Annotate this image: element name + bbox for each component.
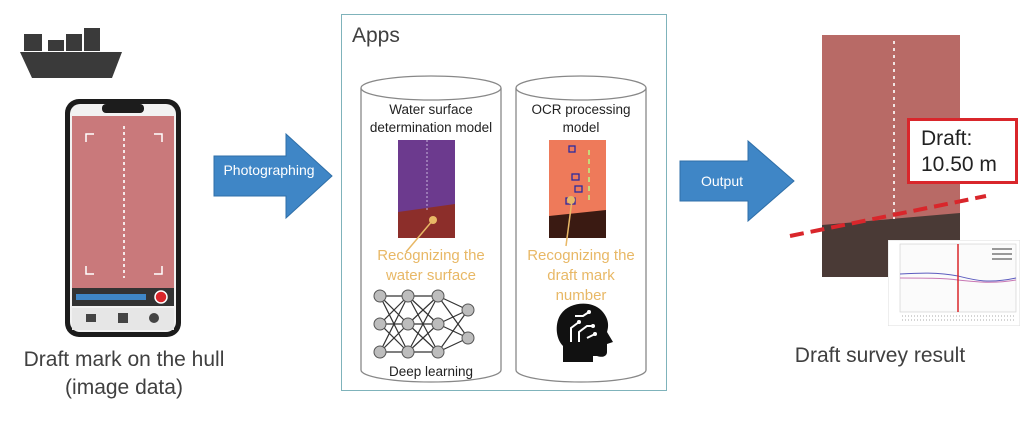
result-chart-thumbnail bbox=[888, 240, 1020, 326]
ai-head-icon bbox=[556, 303, 613, 362]
water-caption-line1: Recognizing the bbox=[377, 247, 485, 264]
water-surface-image bbox=[398, 140, 455, 238]
photographing-label: Photographing bbox=[223, 162, 315, 178]
result-caption: Draft survey result bbox=[794, 344, 966, 367]
phone-illustration bbox=[65, 99, 181, 337]
ocr-model-title-line1: OCR processing bbox=[531, 102, 631, 117]
water-model-title-line2: determination model bbox=[369, 120, 493, 135]
ocr-caption: Recognizing the draft mark number bbox=[515, 246, 647, 306]
ocr-caption-line2: draft mark bbox=[547, 267, 615, 284]
output-arrow bbox=[679, 139, 795, 223]
neural-network-icon bbox=[373, 289, 475, 359]
ocr-pointer bbox=[565, 199, 573, 247]
water-model-title: Water surface determination model bbox=[360, 101, 502, 137]
input-caption: Draft mark on the hull (image data) bbox=[0, 346, 248, 402]
waterline-marker bbox=[789, 194, 987, 238]
water-pointer bbox=[405, 219, 434, 253]
ocr-model-title-line2: model bbox=[562, 120, 600, 135]
ocr-image bbox=[549, 140, 606, 238]
apps-container bbox=[341, 14, 667, 391]
deep-learning-label: Deep learning bbox=[388, 364, 474, 379]
input-caption-line2: (image data) bbox=[65, 376, 183, 399]
draft-value: 10.50 m bbox=[921, 153, 997, 176]
draft-label: Draft: bbox=[921, 127, 973, 150]
water-caption-line2: water surface bbox=[385, 267, 477, 284]
input-caption-line1: Draft mark on the hull bbox=[23, 348, 225, 371]
ocr-model-title: OCR processing model bbox=[515, 101, 647, 137]
draft-result-box bbox=[907, 118, 1018, 184]
apps-title: Apps bbox=[352, 24, 400, 47]
draft-result-text: Draft: 10.50 m bbox=[921, 126, 997, 178]
water-caption: Recognizing the water surface bbox=[360, 246, 502, 286]
photographing-arrow bbox=[213, 132, 333, 220]
output-label: Output bbox=[700, 173, 744, 189]
ocr-caption-line1: Recognizing the bbox=[527, 247, 635, 264]
ship-icon bbox=[20, 28, 122, 78]
water-model-title-line1: Water surface bbox=[389, 102, 473, 117]
ocr-caption-line3: number bbox=[555, 287, 607, 304]
